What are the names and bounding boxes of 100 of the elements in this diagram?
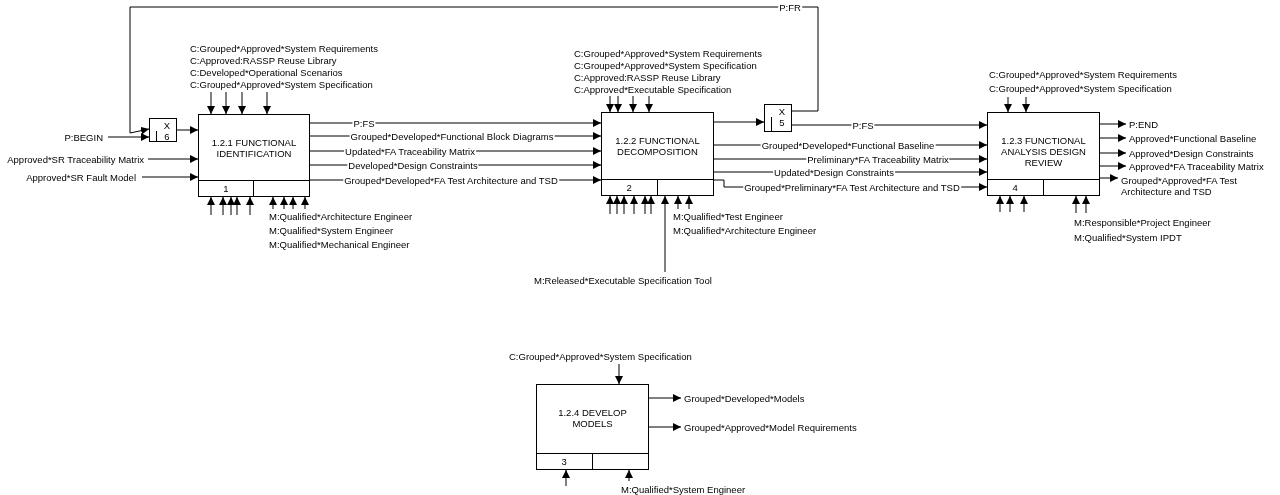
edge-label: M:Qualified*System IPDT — [1073, 231, 1183, 243]
edge-label: Approved*Functional Baseline — [1128, 132, 1258, 144]
arrow — [222, 91, 230, 115]
junction-number: 6 — [163, 131, 171, 142]
activity-number: 3 — [537, 453, 593, 469]
arrow — [141, 173, 199, 181]
edge-label: C:Grouped*Approved*System Specification — [988, 82, 1173, 94]
edge-label: Grouped*Developed*FA Test Architecture and TSD — [343, 174, 559, 186]
junction-box — [149, 118, 177, 142]
activity-box — [198, 114, 310, 197]
arrow — [1099, 120, 1127, 128]
activity-title: 1.2.3 FUNCTIONAL ANALYSIS DESIGN REVIEW — [1000, 135, 1087, 168]
arrow — [263, 91, 271, 115]
arrow — [1072, 195, 1080, 214]
edge-label: M:Responsible*Project Engineer — [1073, 216, 1212, 228]
arrow — [648, 423, 682, 431]
edge-label: M:Qualified*System Engineer — [620, 483, 747, 495]
arrow — [613, 195, 621, 215]
activity-title: 1.2.2 FUNCTIONAL DECOMPOSITION — [614, 135, 701, 157]
edge-label: Approved*Design Constraints — [1128, 147, 1255, 159]
arrow — [289, 196, 297, 210]
edge-label: M:Qualified*Mechanical Engineer — [268, 238, 411, 250]
edge-label: C:Approved*Executable Specification — [573, 83, 733, 95]
edge-label: C:Grouped*Approved*System Specification — [508, 350, 693, 362]
edge-label: Updated*Design Constraints — [773, 166, 895, 178]
arrow — [562, 469, 570, 487]
arrow — [207, 196, 215, 216]
edge-label: M:Qualified*Architecture Engineer — [268, 210, 414, 222]
arrow — [685, 195, 693, 210]
edge-label: C:Approved:RASSP Reuse Library — [573, 71, 722, 83]
arrow — [1082, 195, 1090, 214]
edge-label: Grouped*Preliminary*FA Test Architecture and TSD — [743, 181, 961, 193]
arrow — [641, 195, 649, 215]
arrow — [713, 118, 765, 126]
edge-label: Updated*FA Traceability Matrix — [344, 145, 476, 157]
activity-number: 2 — [602, 179, 658, 195]
edge-label: Approved*SR Traceability Matrix — [6, 153, 145, 165]
arrow — [301, 196, 309, 210]
arrow — [1099, 134, 1127, 142]
arrow — [1020, 195, 1028, 213]
arrow — [648, 394, 682, 402]
arrow — [147, 155, 199, 163]
arrow — [996, 195, 1004, 213]
edge-label: Approved*FA Traceability Matrix — [1128, 160, 1265, 172]
arrow — [629, 95, 637, 113]
edge-label: C:Approved:RASSP Reuse Library — [189, 54, 338, 66]
activity-title: 1.2.4 DEVELOP MODELS — [557, 407, 628, 429]
edge-label: Grouped*Developed*Models — [683, 392, 806, 404]
edge-label: M:Qualified*Test Engineer — [672, 210, 784, 222]
arrow — [1006, 195, 1014, 213]
arrow — [269, 196, 277, 210]
activity-number: 1 — [199, 180, 254, 196]
arrow — [176, 126, 199, 134]
arrow — [129, 6, 819, 135]
arrow — [630, 195, 638, 215]
arrow — [674, 195, 682, 210]
edge-label: C:Grouped*Approved*System Specification — [573, 59, 758, 71]
junction-type: X — [162, 120, 172, 131]
junction-box — [764, 104, 792, 132]
edge-label: C:Grouped*Approved*System Requirements — [988, 68, 1178, 80]
arrow — [246, 196, 254, 216]
arrow — [606, 195, 614, 215]
activity-box — [536, 384, 649, 470]
arrow — [227, 196, 235, 216]
edge-label: C:Developed*Operational Scenarios — [189, 66, 344, 78]
arrow — [661, 195, 669, 273]
arrow — [647, 195, 655, 215]
edge-label: Grouped*Developed*Functional Baseline — [760, 139, 936, 151]
arrow — [791, 121, 988, 129]
edge-label: Developed*Design Constraints — [347, 159, 479, 171]
arrow — [309, 119, 602, 127]
arrow — [1099, 162, 1127, 170]
junction-type: X — [777, 106, 787, 117]
edge-label: C:Grouped*Approved*System Requirements — [189, 42, 379, 54]
arrow — [606, 95, 614, 113]
arrow — [645, 95, 653, 113]
junction-number: 5 — [778, 117, 786, 128]
edge-label: Grouped*Developed*Functional Block Diagrams — [349, 130, 555, 142]
arrow — [625, 469, 633, 482]
arrow — [238, 91, 246, 115]
arrow — [620, 195, 628, 215]
arrow — [219, 196, 227, 216]
activity-box — [987, 112, 1100, 196]
arrow — [1099, 149, 1127, 157]
arrow — [1022, 96, 1030, 113]
activity-number: 4 — [988, 179, 1044, 195]
arrow — [1099, 174, 1119, 182]
edge-label: M:Released*Executable Specification Tool — [533, 274, 713, 286]
arrow — [280, 196, 288, 210]
edge-label: Grouped*Approved*Model Requirements — [683, 421, 858, 433]
arrow — [233, 196, 241, 216]
edge-label: C:Grouped*Approved*System Requirements — [573, 47, 763, 59]
arrow — [614, 95, 622, 113]
activity-title: 1.2.1 FUNCTIONAL IDENTIFICATION — [210, 137, 298, 159]
edge-label: M:Qualified*System Engineer — [268, 224, 395, 236]
edge-label: C:Grouped*Approved*System Specification — [189, 78, 374, 90]
arrow — [615, 363, 623, 385]
arrow — [1004, 96, 1012, 113]
arrow — [107, 133, 150, 141]
edge-label: M:Qualified*Architecture Engineer — [672, 224, 818, 236]
